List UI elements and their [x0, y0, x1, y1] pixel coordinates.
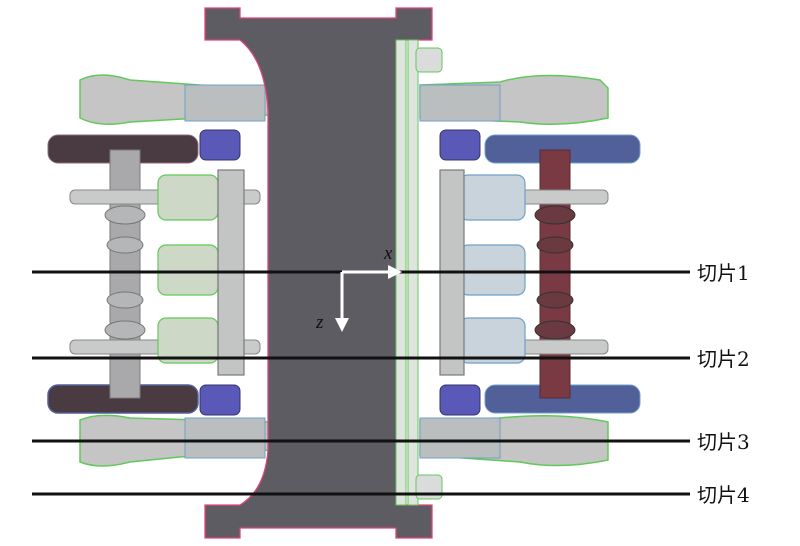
coordinate-axes: [335, 265, 402, 332]
x-axis-arrowhead: [388, 265, 402, 279]
slice-label-2: 切片2: [697, 347, 750, 371]
axle-boxes: [199, 129, 481, 416]
z-axis-label: z: [315, 312, 324, 333]
z-axis-arrowhead: [335, 318, 349, 332]
x-axis-label: x: [383, 243, 393, 264]
slice-label-4: 切片4: [697, 483, 750, 507]
left-wheelset: [47, 134, 261, 414]
right-side-frame: [419, 74, 609, 467]
slice-label-3: 切片3: [697, 430, 750, 454]
left-side-frame: [79, 74, 271, 467]
slice-lines: [32, 270, 690, 496]
slice-label-1: 切片1: [697, 261, 750, 285]
